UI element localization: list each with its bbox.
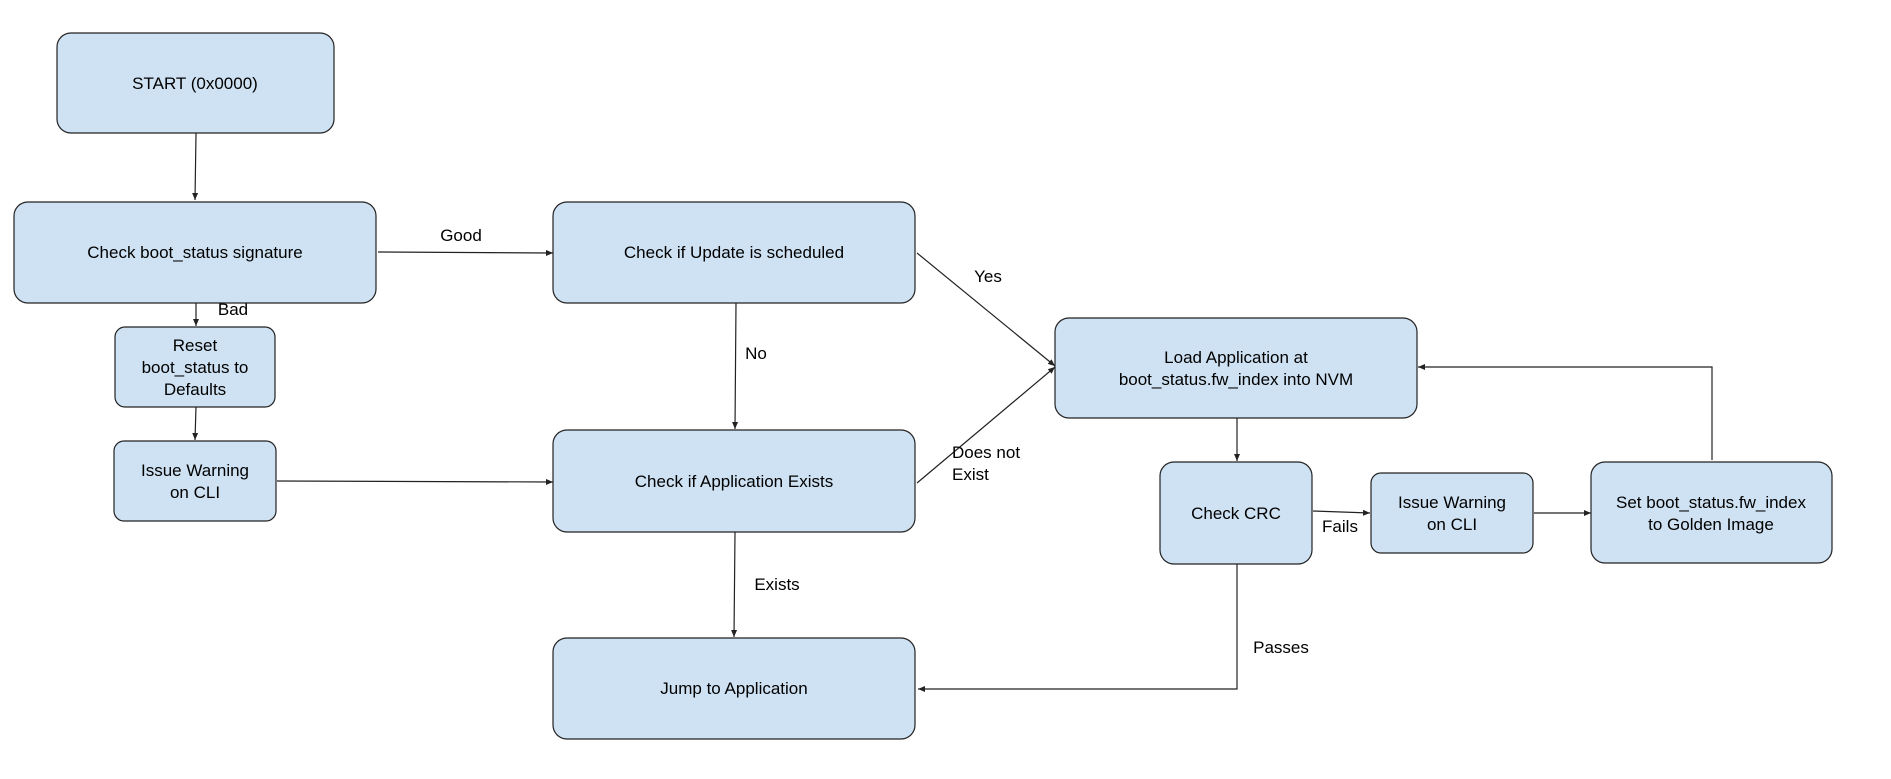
edge-label-passes-line: Passes <box>1253 638 1309 657</box>
edge-check-crc-to-jump-app <box>918 564 1238 692</box>
node-check-boot-status-signature: Check boot_status signature <box>13 201 377 304</box>
node-issue-warning-cli-left-label-line: on CLI <box>170 483 220 502</box>
edge-label-good-line: Good <box>440 226 482 245</box>
node-issue-warning-cli-right-label: Issue Warning on CLI <box>1398 493 1506 534</box>
node-reset-boot-status-defaults-label-line: boot_status to <box>142 358 249 377</box>
edge-label-yes: Yes <box>974 267 1002 286</box>
node-issue-warning-cli-left: Issue Warning on CLI <box>113 440 277 522</box>
node-jump-to-application-label: Jump to Application <box>660 679 807 698</box>
edge-check-app-to-load-app <box>916 366 1056 484</box>
node-reset-boot-status-defaults-label-line: Defaults <box>164 380 226 399</box>
edge-set-golden-to-load-app <box>1418 364 1713 460</box>
node-check-application-exists-label-line: Check if Application Exists <box>635 472 833 491</box>
node-check-boot-status-signature-label-line: Check boot_status signature <box>87 243 302 262</box>
edge-warn-left-to-check-app <box>276 478 554 485</box>
edge-reset-to-warn-left <box>192 406 199 441</box>
edge-check-crc-to-warn-right <box>1312 509 1371 516</box>
edge-check-sig-to-check-update <box>377 249 554 256</box>
edge-label-no: No <box>745 344 767 363</box>
node-check-update-scheduled: Check if Update is scheduled <box>552 201 916 304</box>
node-check-update-scheduled-label: Check if Update is scheduled <box>624 243 844 262</box>
node-issue-warning-cli-right-label-line: on CLI <box>1427 515 1477 534</box>
node-start-label-line: START (0x0000) <box>132 74 258 93</box>
edge-label-fails-line: Fails <box>1322 517 1358 536</box>
node-check-crc-label-line: Check CRC <box>1191 504 1281 523</box>
node-start-label: START (0x0000) <box>132 74 258 93</box>
edge-label-fails: Fails <box>1322 517 1358 536</box>
node-load-application-nvm-label: Load Application at boot_status.fw_index … <box>1119 348 1353 389</box>
node-check-application-exists: Check if Application Exists <box>552 429 916 533</box>
edge-check-update-to-load-app <box>916 252 1056 367</box>
node-set-fw-index-golden-label-line: to Golden Image <box>1648 515 1774 534</box>
edge-label-exists: Exists <box>754 575 799 594</box>
node-load-application-nvm-label-line: Load Application at <box>1164 348 1308 367</box>
node-issue-warning-cli-right-label-line: Issue Warning <box>1398 493 1506 512</box>
node-jump-to-application-label-line: Jump to Application <box>660 679 807 698</box>
node-reset-boot-status-defaults-label-line: Reset <box>173 336 218 355</box>
edge-label-exists-line: Exists <box>754 575 799 594</box>
node-start: START (0x0000) <box>56 32 335 134</box>
edges <box>192 132 1713 692</box>
edge-label-good: Good <box>440 226 482 245</box>
edge-label-does-not-exist-line: Exist <box>952 465 989 484</box>
node-check-crc-label: Check CRC <box>1191 504 1281 523</box>
node-check-update-scheduled-label-line: Check if Update is scheduled <box>624 243 844 262</box>
node-load-application-nvm: Load Application at boot_status.fw_index … <box>1054 317 1418 419</box>
edge-label-bad: Bad <box>218 300 248 319</box>
node-issue-warning-cli-left-label-line: Issue Warning <box>141 461 249 480</box>
edge-label-does-not-exist-line: Does not <box>952 443 1020 462</box>
node-reset-boot-status-defaults: Reset boot_status to Defaults <box>114 326 276 408</box>
edge-label-bad-line: Bad <box>218 300 248 319</box>
edge-start-to-check-sig <box>192 132 199 201</box>
node-reset-boot-status-defaults-label: Reset boot_status to Defaults <box>142 336 249 399</box>
edge-check-app-to-jump-app <box>731 531 738 638</box>
node-load-application-nvm-label-line: boot_status.fw_index into NVM <box>1119 370 1353 389</box>
edge-label-yes-line: Yes <box>974 267 1002 286</box>
node-jump-to-application: Jump to Application <box>552 637 916 740</box>
node-check-crc: Check CRC <box>1159 461 1313 565</box>
node-check-boot-status-signature-label: Check boot_status signature <box>87 243 302 262</box>
node-issue-warning-cli-left-label: Issue Warning on CLI <box>141 461 249 502</box>
node-check-application-exists-label: Check if Application Exists <box>635 472 833 491</box>
node-set-fw-index-golden-label-line: Set boot_status.fw_index <box>1616 493 1806 512</box>
node-issue-warning-cli-right: Issue Warning on CLI <box>1370 472 1534 554</box>
edge-check-update-to-check-app <box>732 302 739 430</box>
edge-label-no-line: No <box>745 344 767 363</box>
edge-label-passes: Passes <box>1253 638 1309 657</box>
